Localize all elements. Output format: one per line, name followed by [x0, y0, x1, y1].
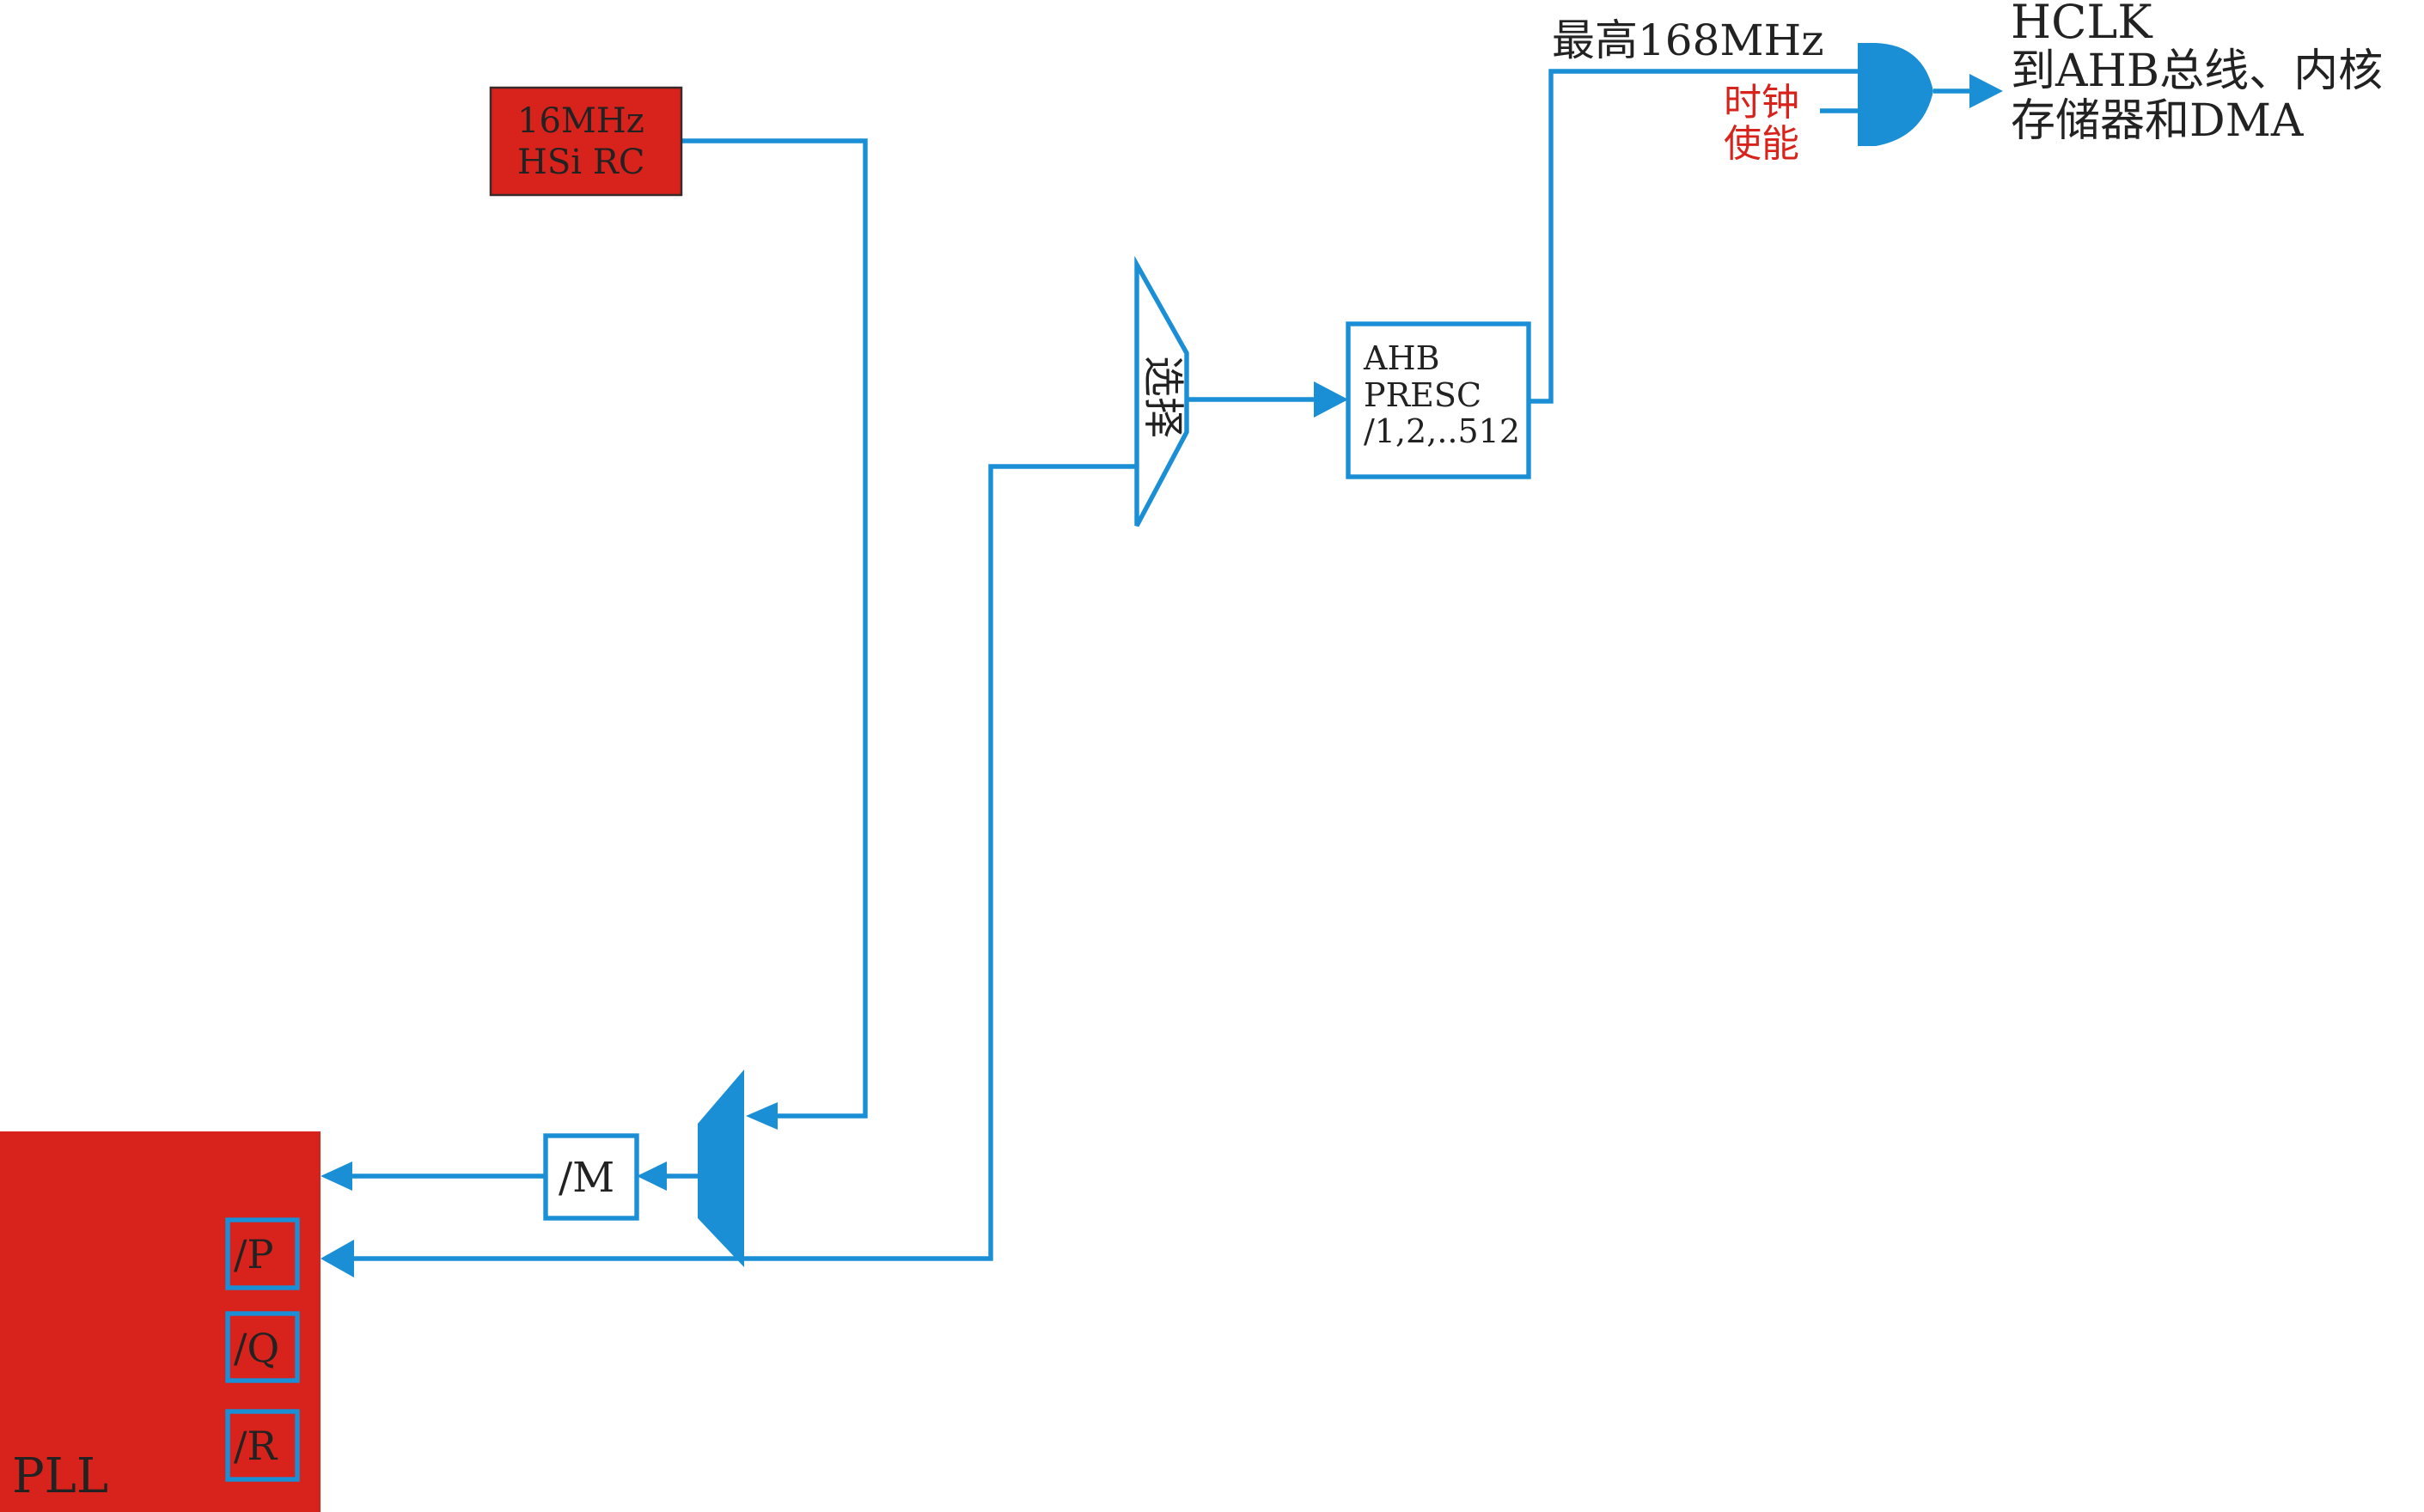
clock-enable-line2: 使能	[1724, 122, 1799, 166]
pll-input-arrowhead	[321, 1161, 352, 1191]
ahb-prescaler-box	[1346, 321, 1531, 479]
max-frequency-label: 最高168MHz	[1552, 15, 1824, 65]
pll-p-out-arrowhead	[321, 1240, 354, 1277]
clock-enable-line1: 时钟	[1724, 81, 1799, 125]
hclk-title: HCLK	[2011, 0, 2153, 49]
hsi-to-mux-wire	[681, 138, 868, 1119]
pll-r-divider-label: /R	[234, 1423, 278, 1469]
system-clock-select-switch	[1134, 255, 1189, 527]
ahb-input-arrowhead	[1314, 381, 1348, 418]
select-switch-label: 选择	[1139, 356, 1188, 438]
hsi-mux-arrowhead	[746, 1102, 778, 1130]
hclk-description-line1: 到AHB总线、内核	[2011, 46, 2383, 97]
pll-q-divider-box	[225, 1311, 300, 1383]
clock-gate-and	[1858, 43, 1933, 146]
m-divider-label: /M	[559, 1154, 614, 1202]
ahb-prescaler-line3: /1,2,..512	[1364, 412, 1520, 450]
pll-r-divider-box	[225, 1409, 300, 1482]
pll-q-divider-label: /Q	[234, 1325, 279, 1371]
pll-source-mux	[698, 1070, 744, 1267]
pll-p-to-select-wire	[349, 464, 1137, 1261]
pll-block	[0, 1131, 321, 1512]
ahb-prescaler-line1: AHB	[1363, 339, 1440, 377]
hclk-description-line2: 存储器和DMA	[2011, 95, 2305, 147]
hclk-arrowhead	[1969, 74, 2003, 108]
pll-p-divider-box	[225, 1217, 300, 1290]
pll-p-divider-label: /P	[234, 1231, 273, 1277]
m-input-arrowhead	[637, 1161, 667, 1191]
m-divider-box	[543, 1133, 639, 1221]
pll-label: PLL	[12, 1448, 108, 1504]
hsi-name-label: HSi RC	[517, 143, 645, 182]
ahb-prescaler-line2: PRESC	[1364, 376, 1481, 414]
hsi-frequency-label: 16MHz	[517, 101, 644, 141]
hsi-rc-oscillator-box	[489, 86, 683, 197]
ahb-to-gate-wire	[1529, 69, 1858, 404]
